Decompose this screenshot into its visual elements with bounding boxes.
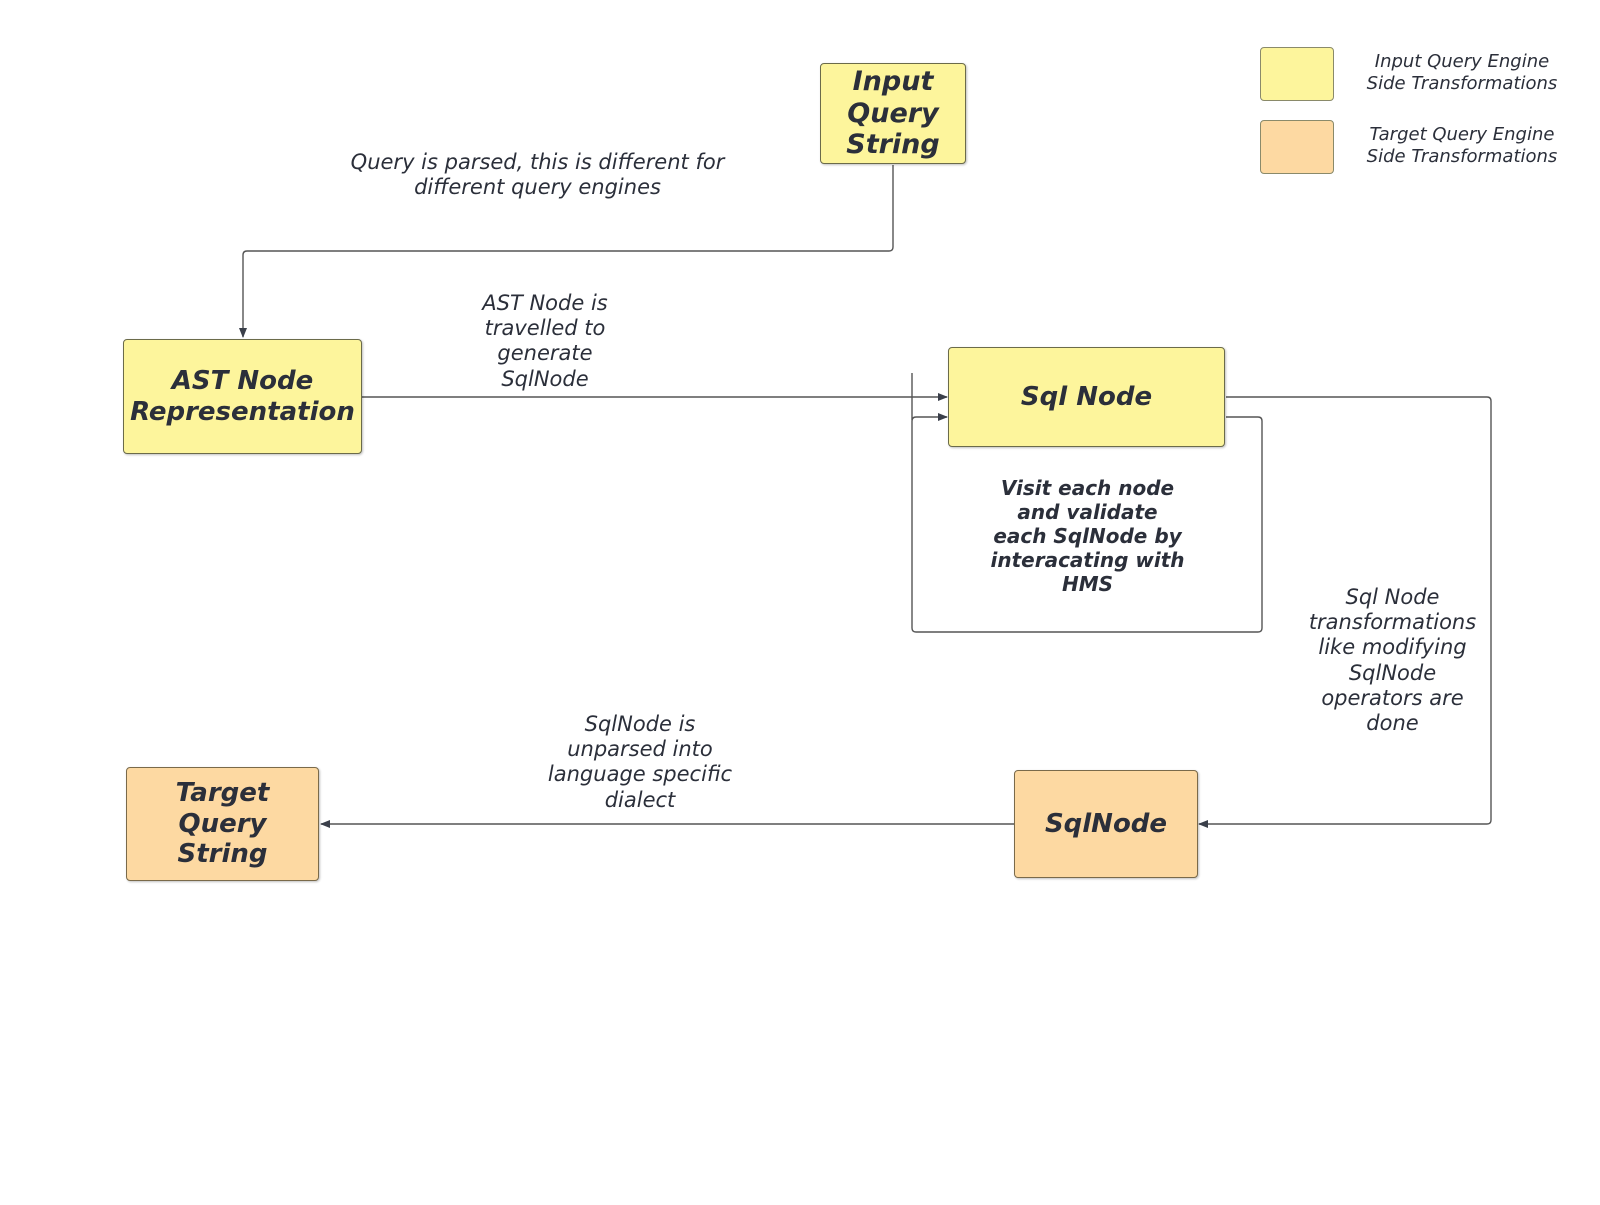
node-sqlnode-target[interactable]: SqlNode (1014, 770, 1198, 878)
node-ast-representation[interactable]: AST Node Representation (123, 339, 362, 454)
node-input-query-string[interactable]: Input Query String (820, 63, 966, 164)
legend-target-label: Target Query Engine Side Transformations (1366, 124, 1558, 167)
node-sqlnode-target-label: SqlNode (1044, 808, 1168, 839)
node-sql-node-label: Sql Node (1020, 381, 1153, 412)
legend-input-label: Input Query Engine Side Transformations (1366, 51, 1558, 94)
label-validate: Visit each node and validate each SqlNod… (990, 476, 1185, 596)
edge-transform (1198, 396, 1492, 828)
node-target-query-string[interactable]: Target Query String (126, 767, 319, 881)
label-unparse: SqlNode is unparsed into language specif… (547, 712, 733, 812)
legend-input-swatch (1260, 47, 1334, 101)
node-target-query-string-label: Target Query String (175, 777, 270, 870)
node-input-query-string-label: Input Query String (846, 65, 940, 161)
node-sql-node[interactable]: Sql Node (948, 347, 1225, 447)
label-transform: Sql Node transformations like modifying … (1308, 585, 1477, 735)
legend-target-swatch (1260, 120, 1334, 174)
label-parse: Query is parsed, this is different for d… (350, 150, 725, 200)
edge-parse (239, 165, 894, 338)
node-ast-representation-label: AST Node Representation (130, 365, 355, 427)
label-ast-to-sql: AST Node is travelled to generate SqlNod… (482, 291, 608, 391)
